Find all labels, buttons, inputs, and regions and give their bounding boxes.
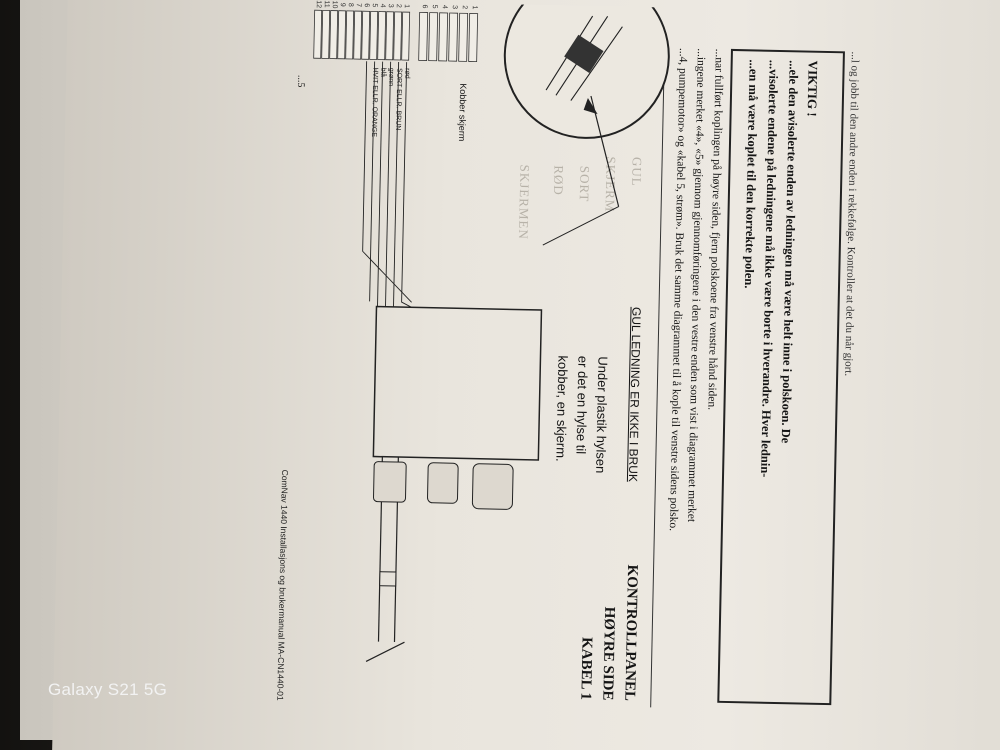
magnified-cable-detail xyxy=(503,0,670,246)
cable-gland-3 xyxy=(471,463,514,510)
pin-top-4: 4 xyxy=(440,4,448,9)
wire-bundle xyxy=(362,61,412,308)
pin-top-6: 6 xyxy=(420,4,428,9)
pin-bottom-7: 7 xyxy=(354,3,362,8)
pin-bottom-8: 8 xyxy=(346,2,354,7)
pin-bottom-9: 9 xyxy=(338,2,346,7)
wire-label-black: SORT ELLR. BRUN xyxy=(394,67,403,131)
pin-bottom-4: 4 xyxy=(378,3,386,8)
wiring-diagram xyxy=(313,0,670,662)
pin-bottom-1: 1 xyxy=(402,4,410,9)
cable-gland-2 xyxy=(427,462,459,504)
wire-label-white: HVIT ELLR. ORANGE xyxy=(370,67,379,138)
pin-bottom-10: 10 xyxy=(330,0,338,9)
document: ...l og jobb til den andre enden i rekke… xyxy=(273,0,861,731)
wire-label-red: rød xyxy=(403,68,411,79)
pin-top-2: 2 xyxy=(460,5,468,10)
terminal-strip-top xyxy=(418,11,479,63)
copper-shield-label: Kobber skjerm xyxy=(456,83,469,142)
page-ellipsis: ...5 xyxy=(295,74,307,88)
cable-marker xyxy=(379,571,397,587)
pin-bottom-3: 3 xyxy=(386,3,394,8)
terminal-box xyxy=(372,305,543,461)
pin-bottom-11: 11 xyxy=(322,0,330,8)
wire-label-blue: blå xyxy=(379,67,387,78)
pin-bottom-2: 2 xyxy=(394,3,402,8)
manual-page: ...l og jobb til den andre enden i rekke… xyxy=(51,0,1000,750)
pin-bottom-12: 12 xyxy=(314,0,322,9)
pin-top-5: 5 xyxy=(430,4,438,9)
wire-label-green: grønn xyxy=(387,67,395,87)
pin-top-3: 3 xyxy=(450,5,458,10)
camera-watermark: Galaxy S21 5G xyxy=(48,680,168,699)
terminal-strip-bottom xyxy=(313,9,411,61)
pin-bottom-6: 6 xyxy=(362,3,370,8)
rotated-page-content: ...l og jobb til den andre enden i rekke… xyxy=(273,0,861,731)
cable-gland-1 xyxy=(373,461,407,503)
pin-top-1: 1 xyxy=(470,5,478,10)
pin-bottom-5: 5 xyxy=(370,3,378,8)
